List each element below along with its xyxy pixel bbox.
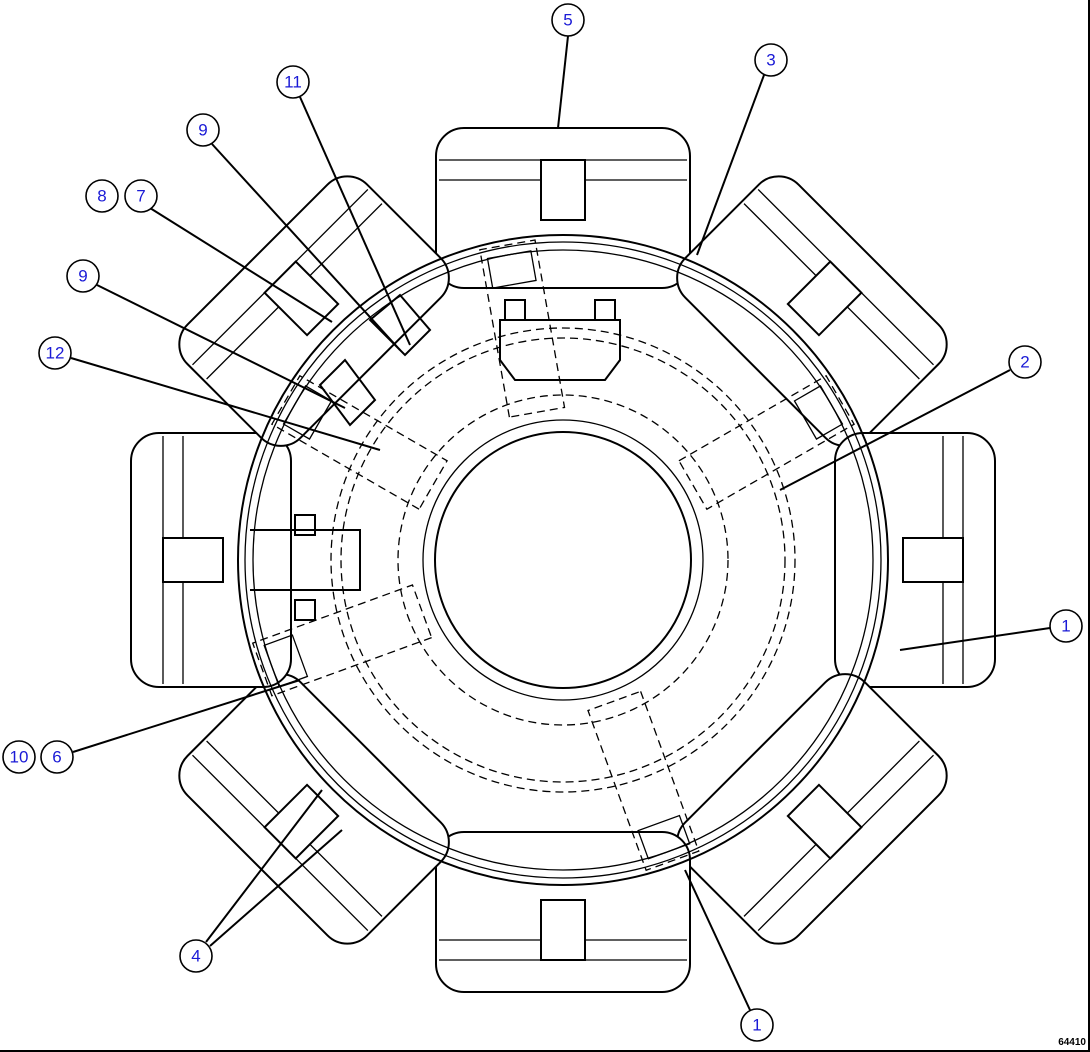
svg-text:9: 9 xyxy=(78,267,87,286)
svg-text:12: 12 xyxy=(46,344,65,363)
callout-9-upper: 9 xyxy=(186,113,220,147)
spoke xyxy=(587,690,700,872)
callout-6: 6 xyxy=(40,740,74,774)
svg-text:2: 2 xyxy=(1020,353,1029,372)
svg-text:3: 3 xyxy=(766,51,775,70)
svg-text:11: 11 xyxy=(284,73,302,92)
svg-text:4: 4 xyxy=(191,947,200,966)
svg-text:7: 7 xyxy=(136,187,145,206)
callout-1-right: 1 xyxy=(1049,609,1083,643)
left-clamp xyxy=(250,514,361,621)
friction-pad xyxy=(178,673,450,945)
center-bore xyxy=(434,431,692,689)
callout-12: 12 xyxy=(38,336,72,370)
callout-7: 7 xyxy=(124,179,158,213)
hub-outline xyxy=(330,327,796,793)
callout-2: 2 xyxy=(1008,345,1042,379)
callout-1-bottom: 1 xyxy=(740,1008,774,1042)
svg-text:5: 5 xyxy=(563,11,572,30)
outer-ring xyxy=(237,234,889,886)
callout-8: 8 xyxy=(85,179,119,213)
callout-11: 11 xyxy=(276,65,310,99)
spokes xyxy=(251,239,856,872)
callout-10: 10 xyxy=(2,740,36,774)
svg-text:9: 9 xyxy=(198,121,207,140)
friction-pad xyxy=(130,432,292,688)
spoke xyxy=(270,374,448,511)
friction-pad xyxy=(834,432,996,688)
friction-pad xyxy=(435,831,691,993)
svg-text:1: 1 xyxy=(1061,617,1070,636)
friction-pad xyxy=(676,175,948,447)
friction-pads xyxy=(130,127,996,993)
callout-9-lower: 9 xyxy=(66,259,100,293)
svg-text:6: 6 xyxy=(52,748,61,767)
callout-3: 3 xyxy=(754,43,788,77)
top-clamp xyxy=(499,299,621,381)
callout-5: 5 xyxy=(551,3,585,37)
svg-text:1: 1 xyxy=(752,1016,761,1035)
spoke xyxy=(479,239,566,418)
spoke xyxy=(678,374,856,511)
callout-4: 4 xyxy=(179,939,213,973)
friction-pad xyxy=(676,673,948,945)
svg-text:8: 8 xyxy=(97,187,106,206)
reference-number: 64410 xyxy=(1058,1037,1086,1048)
svg-text:10: 10 xyxy=(10,748,29,767)
friction-pad xyxy=(435,127,691,289)
leader-lines xyxy=(70,35,1051,1011)
